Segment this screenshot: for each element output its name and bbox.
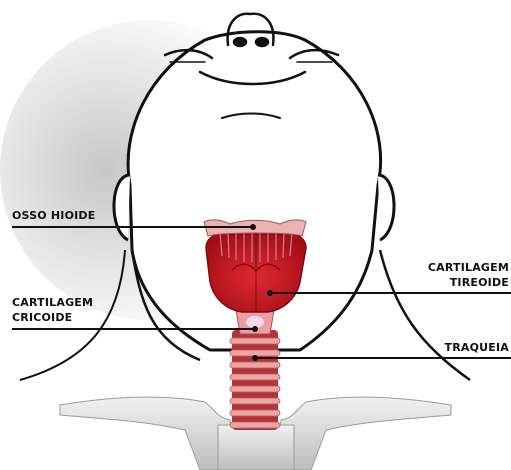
label-thyroid-line2: TIREOIDE bbox=[450, 277, 509, 289]
right-ear bbox=[378, 175, 394, 240]
label-hyoid: OSSO HIOIDE bbox=[12, 210, 95, 222]
cricoid-marker bbox=[252, 326, 258, 332]
thyroid-cartilage bbox=[206, 232, 306, 312]
label-trachea: TRAQUEIA bbox=[445, 342, 510, 354]
hyoid-marker bbox=[250, 224, 256, 230]
trachea bbox=[230, 330, 280, 430]
label-thyroid-line1: CARTILAGEM bbox=[428, 262, 509, 274]
trachea-marker bbox=[252, 355, 258, 361]
label-cricoid-line1: CARTILAGEM bbox=[12, 297, 93, 309]
thyroid-marker bbox=[267, 290, 273, 296]
label-cricoid-line2: CRICOIDE bbox=[12, 312, 72, 324]
